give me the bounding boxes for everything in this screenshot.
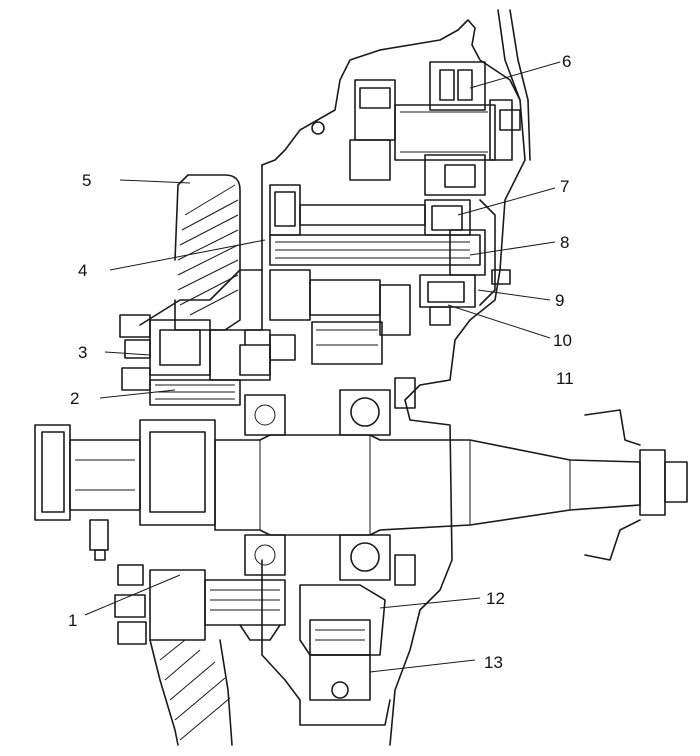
callout-12: 12 [486, 589, 505, 608]
left-flange-housing [139, 174, 263, 331]
main-shaft [34, 409, 688, 561]
callout-6: 6 [562, 52, 571, 71]
upper-flange-bolts [119, 314, 296, 406]
intermediate-shaft-assembly [269, 184, 511, 365]
callout-3: 3 [78, 343, 87, 362]
callout-4: 4 [78, 261, 87, 280]
callout-9: 9 [555, 291, 564, 310]
leader-lines [84, 61, 561, 673]
housing-outline [244, 9, 531, 746]
callout-1: 1 [68, 611, 77, 630]
lower-assembly [114, 559, 391, 746]
callout-10: 10 [553, 331, 572, 350]
callout-7: 7 [560, 177, 569, 196]
callout-5: 5 [82, 171, 91, 190]
callout-11: 11 [556, 369, 574, 388]
callout-8: 8 [560, 233, 569, 252]
main-bearings [244, 377, 416, 586]
upper-gear-assembly [349, 61, 521, 196]
callout-13: 13 [484, 653, 503, 672]
callout-2: 2 [70, 389, 79, 408]
callout-labels: 6 5 7 8 4 9 10 3 11 2 12 1 13 [68, 52, 574, 672]
